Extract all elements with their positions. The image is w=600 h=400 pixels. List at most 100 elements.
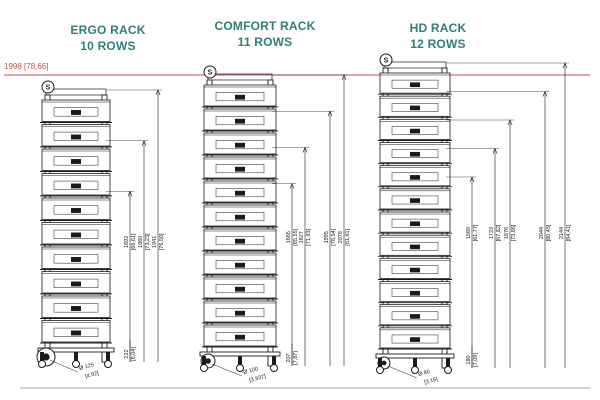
ergo-arrow-head [155, 89, 161, 96]
comfort-rack-name: COMFORT RACK [214, 19, 316, 33]
ergo-crate-window [53, 156, 99, 166]
hd-crate-handle [410, 105, 420, 111]
ergo-rear-castor [72, 360, 80, 368]
hd-arrow-head [562, 62, 568, 69]
hd-dimension-mm: 1569 [466, 227, 472, 239]
ergo-crate-window [53, 131, 99, 141]
comfort-crate-handle [235, 94, 245, 100]
hd-crate-row [378, 281, 452, 304]
comfort-arrow-head [289, 182, 295, 189]
ergo-rack-drawing: S1692[66,61]1860[73,23]1941[76,50]222[8,… [36, 80, 165, 380]
hd-rear-castor [444, 366, 452, 374]
comfort-base-dimension-mm: 207 [286, 353, 292, 362]
hd-castor-stem [413, 358, 417, 368]
comfort-rear-castor [236, 364, 244, 372]
hd-dimension-mm: 2144 [559, 227, 565, 239]
ergo-dimension-inch: [66,61] [131, 233, 137, 250]
hd-crate-handle [410, 244, 420, 250]
ergo-crate-handle [71, 330, 81, 336]
ergo-crate-row [40, 271, 112, 295]
hd-crate-window [391, 79, 439, 89]
hd-base-dimension-mm: 180 [466, 355, 472, 364]
hd-rack-rows: 12 ROWS [410, 37, 466, 51]
ergo-crate-window [53, 254, 99, 264]
comfort-base-dimension-inch: [7,87] [293, 351, 299, 365]
comfort-rack-rows: 11 ROWS [237, 35, 293, 49]
ergo-arrow-head [127, 190, 133, 197]
comfort-crate-row [202, 228, 278, 252]
ergo-castor-hub [42, 353, 50, 361]
ergo-crate-window [53, 229, 99, 239]
hd-crate-row [378, 257, 452, 280]
hd-crate-window [391, 265, 439, 274]
ergo-castor-stem [40, 352, 44, 362]
hd-crate-handle [410, 128, 420, 134]
hd-castor-hub [381, 360, 387, 366]
ergo-crate-window [53, 278, 99, 288]
hd-crate-window [391, 172, 439, 182]
ergo-crate-window [53, 180, 99, 190]
ergo-rack-title: ERGO RACK 10 ROWS [48, 22, 168, 54]
ergo-crate-row [40, 295, 112, 319]
hd-crate-handle [410, 175, 420, 180]
comfort-crate-row [202, 276, 278, 300]
ergo-wheel-dimension-mm: Ø 125 [79, 362, 95, 372]
hd-top-cap [383, 61, 447, 69]
ergo-dimension-inch: [76,50] [159, 233, 165, 250]
hd-crate-row [378, 142, 452, 165]
ergo-base-dimension-inch: [8,04] [131, 347, 137, 361]
hd-badge-letter: S [384, 58, 389, 65]
ergo-rear-castor [38, 360, 46, 368]
hd-dimension-mm: 2044 [539, 227, 545, 239]
hd-crate-handle [410, 198, 420, 203]
hd-crate-window [391, 334, 439, 344]
ergo-crate-window [53, 327, 99, 337]
comfort-crate-handle [235, 142, 245, 148]
hd-dimension-mm: 1876 [504, 227, 510, 239]
ergo-crate-handle [71, 159, 81, 164]
comfort-crate-handle [235, 214, 245, 220]
hd-crate-row [378, 304, 452, 327]
comfort-wheel-dimension-inch: [3,937] [249, 374, 267, 384]
comfort-arrow-head [327, 110, 333, 117]
comfort-dimension-mm: 1995 [324, 231, 330, 243]
comfort-wheel-dimension-mm: Ø 100 [243, 366, 259, 376]
ergo-dimension-mm: 1941 [152, 236, 158, 248]
comfort-crate-handle [235, 286, 245, 292]
hd-dimension-mm: 1723 [489, 227, 495, 239]
hd-castor-stem [378, 358, 382, 368]
hd-crate-handle [410, 290, 420, 296]
comfort-crate-handle [235, 190, 245, 196]
hd-dimension-inch: [61,77] [473, 224, 479, 241]
hd-crate-window [391, 288, 439, 297]
hd-crate-window [391, 218, 439, 228]
hd-crate-window [391, 311, 439, 321]
ergo-dimension-mm: 1692 [124, 236, 130, 248]
ergo-crate-handle [71, 208, 81, 213]
hd-crate-window [391, 195, 439, 205]
hd-base-frame [375, 353, 455, 359]
hd-crate-window [391, 103, 439, 112]
hd-crate-window [391, 149, 439, 158]
comfort-dimension-mm: 1665 [286, 231, 292, 243]
comfort-arrow-head [302, 146, 308, 153]
hd-rack-name: HD RACK [409, 21, 467, 35]
comfort-crate-handle [235, 310, 245, 316]
ergo-crate-row [40, 320, 112, 344]
hd-arrow-head [542, 90, 548, 97]
comfort-crate-window [215, 284, 265, 294]
comfort-crate-row [202, 204, 278, 228]
ergo-rack-name: ERGO RACK [70, 23, 146, 37]
hd-crate-handle [410, 221, 420, 227]
ergo-rack-rows: 10 ROWS [80, 39, 136, 53]
ergo-badge-letter: S [46, 85, 51, 92]
comfort-dimension-inch: [65,55] [293, 228, 299, 245]
hd-crate-handle [410, 337, 420, 342]
ergo-crate-handle [71, 232, 81, 238]
hd-wheel-dimension-inch: [3,15] [424, 376, 439, 385]
hd-arrow-head [492, 147, 498, 154]
ergo-crate-handle [71, 183, 81, 189]
ergo-badge [41, 80, 55, 94]
